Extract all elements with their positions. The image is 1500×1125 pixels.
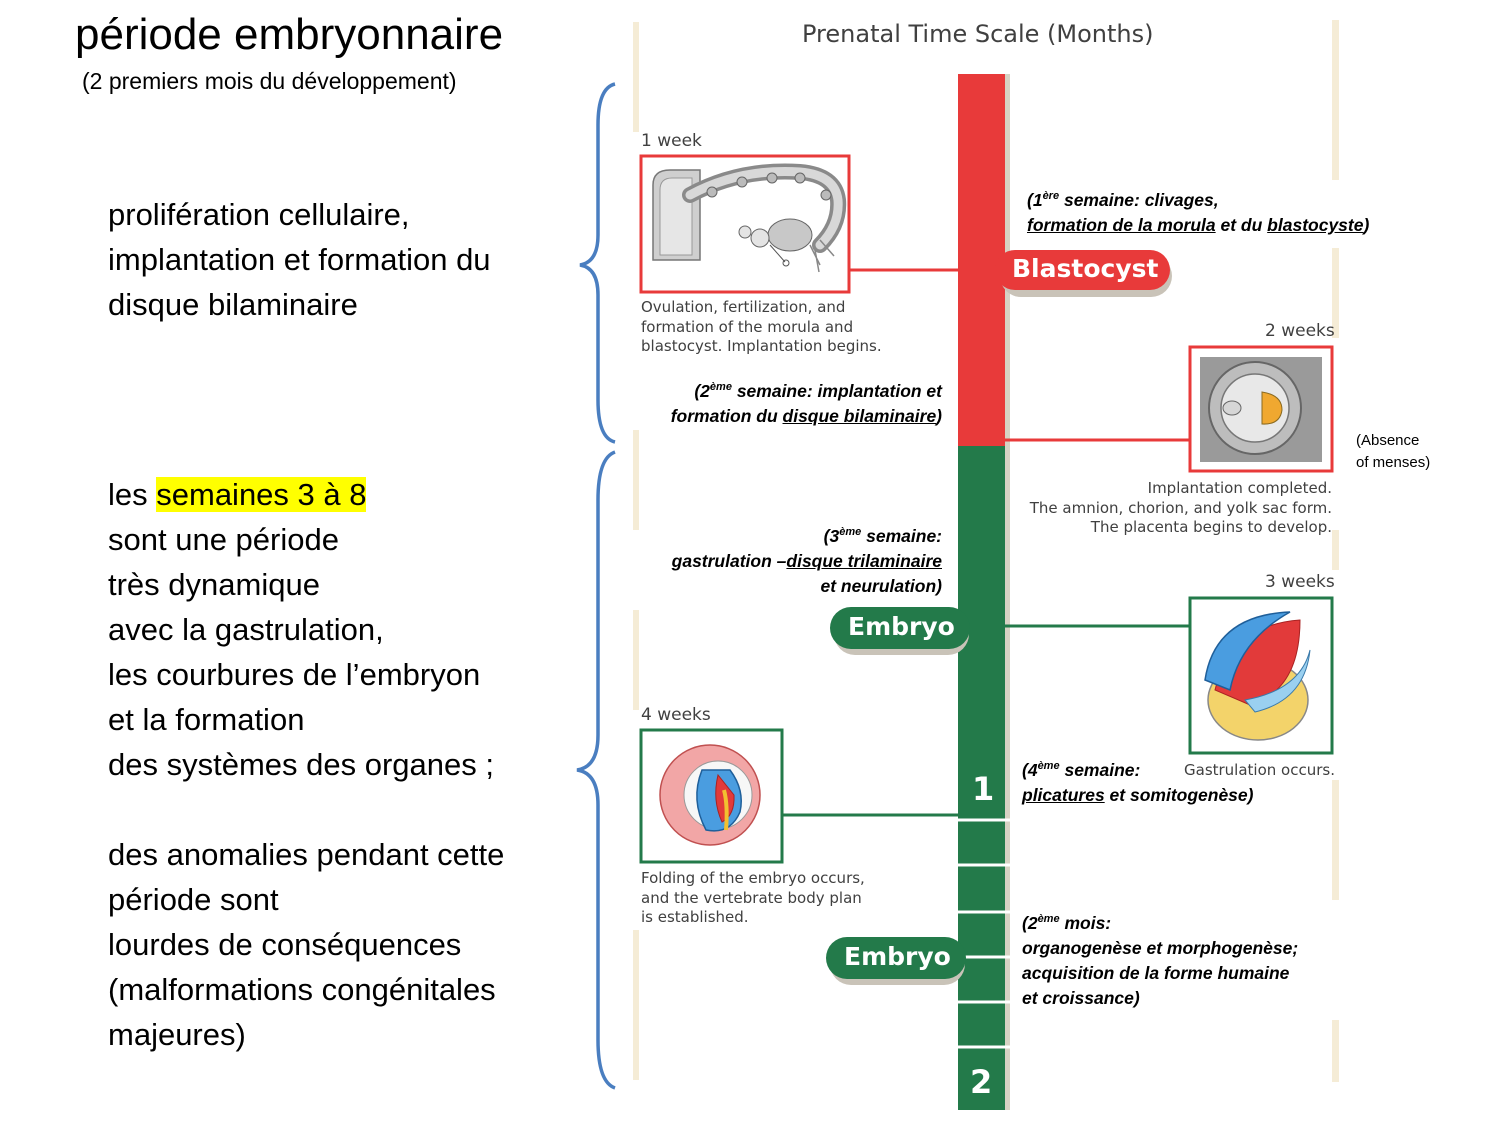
text-line: lourdes de conséquences [108, 927, 462, 962]
note-text: (Absence [1356, 432, 1420, 449]
week4-caption: Folding of the embryo occurs, and the ve… [641, 869, 865, 928]
embryo-label-2: Embryo [844, 942, 951, 971]
caption-line: The placenta begins to develop. [1090, 518, 1332, 536]
text-line: des systèmes des organes ; [108, 747, 494, 782]
note-sup: ère [1042, 190, 1060, 202]
text-line: sont une période [108, 522, 339, 557]
note-text: (3 [823, 526, 840, 546]
week2-caption: Implantation completed. The amnion, chor… [1030, 479, 1332, 538]
week1-caption: Ovulation, fertilization, and formation … [641, 298, 882, 357]
note-text: acquisition de la forme humaine [1022, 963, 1290, 983]
timescale-red-segment [958, 74, 1005, 446]
text-line: très dynamique [108, 567, 320, 602]
text-line: et la formation [108, 702, 305, 737]
note-text: organogenèse et morphogenèse; [1022, 938, 1299, 958]
text-line: (malformations congénitales [108, 972, 496, 1007]
month-1-marker: 1 [972, 770, 995, 808]
week1-label: 1 week [641, 131, 702, 151]
note-term: blastocyste [1267, 215, 1364, 235]
highlighted-weeks: semaines 3 à 8 [156, 477, 367, 512]
note-term: plicatures [1022, 785, 1105, 805]
week4-label: 4 weeks [641, 705, 711, 725]
note-text: of menses) [1356, 454, 1431, 471]
implantation-illustration [1200, 357, 1322, 462]
gastrulation-illustration [1204, 611, 1311, 741]
note-text: semaine: implantation et [731, 381, 942, 401]
note-term: disque trilaminaire [786, 551, 942, 571]
note-text: (2 [694, 381, 710, 401]
note-text: formation du [670, 406, 783, 426]
week3-label: 3 weeks [1265, 572, 1335, 592]
text-line: période sont [108, 882, 279, 917]
scale-title: Prenatal Time Scale (Months) [802, 20, 1154, 48]
connector-lines [782, 268, 1190, 817]
note-text: semaine: [861, 526, 942, 546]
embryo-pill-1 [830, 607, 970, 655]
month-2-marker: 2 [970, 1063, 993, 1101]
caption-line: Ovulation, fertilization, and [641, 298, 846, 316]
note-text: et neurulation) [820, 576, 942, 596]
background-guides [633, 20, 1339, 1082]
week3-caption: Gastrulation occurs. [1184, 761, 1335, 779]
week2-label: 2 weeks [1265, 321, 1335, 341]
caption-line: Implantation completed. [1147, 479, 1332, 497]
note-sup: ème [1037, 913, 1060, 925]
caption-line: is established. [641, 908, 749, 926]
note-text: ) [1363, 215, 1370, 235]
text-line: disque bilaminaire [108, 287, 358, 322]
page-title: période embryonnaire [75, 10, 504, 59]
lower-curly-brace [576, 450, 616, 1090]
note-text: ) [936, 406, 942, 426]
text-line: des anomalies pendant cette [108, 837, 505, 872]
caption-line: formation of the morula and [641, 317, 854, 336]
caption-line: blastocyst. Implantation begins. [641, 337, 882, 355]
note-text: semaine: clivages, [1059, 190, 1219, 210]
note-text: (1 [1027, 190, 1043, 210]
embryo-pill-2 [826, 937, 966, 985]
note-text: et somitogenèse) [1104, 785, 1254, 805]
note-term: formation de la morula [1027, 215, 1216, 235]
blastocyst-pill [995, 250, 1172, 297]
note-sup: ème [1037, 760, 1060, 772]
text-line: les courbures de l’embryon [108, 657, 481, 692]
absence-of-menses-note: (Absence of menses) [1356, 430, 1430, 474]
caption-line: and the vertebrate body plan [641, 888, 862, 907]
note-text: gastrulation – [671, 551, 787, 571]
timescale-ticks [955, 818, 1015, 1049]
embryo-label-1: Embryo [848, 612, 955, 641]
note-text: semaine: [1059, 760, 1141, 780]
note-text: (4 [1022, 760, 1038, 780]
week2-note: (2ème semaine: implantation et formation… [671, 379, 942, 429]
text-prefix: les [108, 477, 157, 512]
note-text: et croissance) [1022, 988, 1140, 1008]
page-subtitle: (2 premiers mois du développement) [82, 68, 457, 94]
week3-note: (3ème semaine: gastrulation –disque tril… [672, 524, 942, 599]
blastocyst-label: Blastocyst [1012, 254, 1159, 283]
second-period-description: les semaines 3 à 8 sont une période très… [108, 472, 504, 1057]
note-text: et du [1215, 215, 1268, 235]
uterus-oviduct-illustration [652, 163, 847, 273]
text-line: majeures) [108, 1017, 246, 1052]
upper-curly-brace [579, 82, 616, 444]
week4-note: (4ème semaine: plicatures et somitogenès… [1022, 758, 1253, 808]
note-term: disque bilaminaire [782, 406, 937, 426]
week1-note: (1ère semaine: clivages, formation de la… [1027, 188, 1369, 238]
first-period-description: prolifération cellulaire, implantation e… [108, 192, 491, 327]
note-sup: ème [709, 381, 732, 393]
text-line: prolifération cellulaire, [108, 197, 410, 232]
folding-embryo-illustration [659, 744, 761, 846]
caption-line: The amnion, chorion, and yolk sac form. [1029, 498, 1332, 517]
note-text: (2 [1022, 913, 1038, 933]
timescale-shadow [1005, 74, 1010, 1110]
month2-note: (2ème mois: organogenèse et morphogenèse… [1022, 911, 1298, 1011]
text-line: implantation et formation du [108, 242, 491, 277]
timescale-green-segment [958, 446, 1005, 1110]
text-line: avec la gastrulation, [108, 612, 384, 647]
text-line: les semaines 3 à 8 [108, 472, 504, 517]
note-text: mois: [1059, 913, 1112, 933]
note-sup: ème [839, 526, 862, 538]
caption-line: Folding of the embryo occurs, [641, 869, 865, 887]
